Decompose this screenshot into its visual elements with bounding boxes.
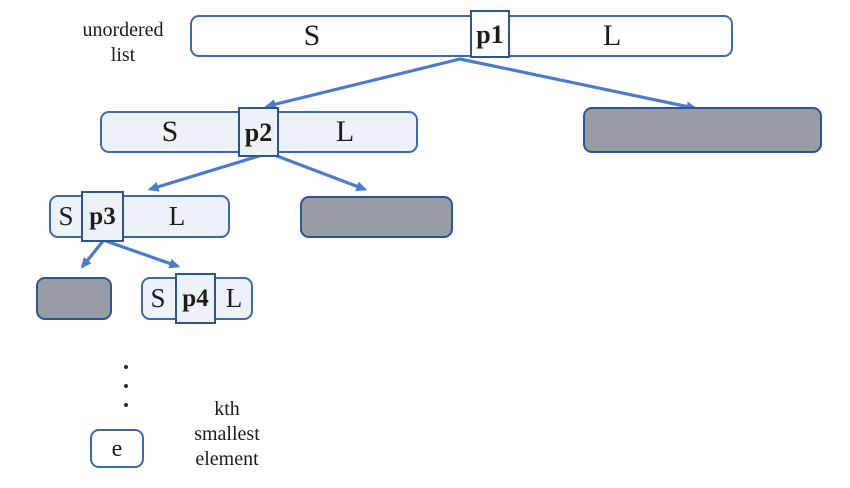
root-list-box: [190, 15, 733, 57]
kth-smallest-caption-line1: kth: [214, 398, 240, 420]
result-element-box: e: [90, 429, 144, 468]
level2-discarded-partition-box: [583, 107, 822, 153]
ellipsis-dot: .: [124, 384, 128, 388]
level2-pivot-p2-cell: p2: [238, 107, 279, 157]
level3-s-label: S: [58, 201, 74, 231]
unordered-list-caption-line1: unordered: [82, 19, 164, 41]
arrow-p1-to-right-partition: [458, 57, 698, 112]
level4-l-label: L: [225, 283, 243, 313]
arrow-p3-to-left-partition: [80, 239, 105, 269]
arrow-p2-to-right-partition: [275, 154, 368, 192]
recursion-ellipsis: . . .: [123, 365, 129, 422]
kth-smallest-caption-line3: element: [195, 448, 259, 470]
arrow-p1-to-left-partition: [264, 57, 462, 110]
level3-discarded-partition-box: [300, 196, 453, 238]
root-l-label: L: [602, 19, 622, 52]
level2-s-label: S: [161, 115, 179, 148]
ellipsis-dot: .: [124, 403, 128, 407]
arrow-p3-to-right-partition: [104, 239, 181, 269]
root-pivot-p1-cell: p1: [470, 10, 510, 58]
unordered-list-caption: unordered list: [58, 18, 188, 68]
level4-discarded-partition-box: [36, 277, 112, 320]
level3-pivot-p3-cell: p3: [81, 191, 124, 242]
level3-list-box: [49, 195, 230, 238]
level2-l-label: L: [335, 115, 355, 148]
unordered-list-caption-line2: list: [110, 44, 136, 66]
level4-pivot-p4-cell: p4: [175, 273, 216, 324]
kth-smallest-caption: kth smallest element: [162, 397, 292, 472]
root-s-label: S: [303, 19, 321, 52]
level3-l-label: L: [168, 201, 186, 231]
ellipsis-dot: .: [124, 365, 128, 369]
level4-s-label: S: [150, 283, 166, 313]
kth-smallest-caption-line2: smallest: [194, 423, 260, 445]
arrow-p2-to-left-partition: [147, 154, 261, 192]
